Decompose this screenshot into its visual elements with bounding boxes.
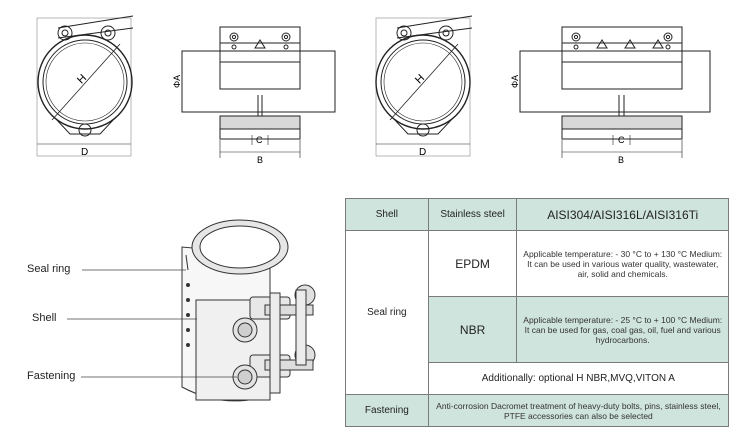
side-view-drawing-2 — [519, 26, 711, 158]
fastening-row-label: Fastening — [345, 394, 429, 427]
seal-ring-row-label: Seal ring — [345, 230, 429, 395]
dim-phi-a-label-2: ΦA — [510, 75, 520, 88]
nbr-name: NBR — [427, 296, 518, 363]
dim-d-label-1: D — [81, 147, 88, 158]
dim-h-label-2: H — [413, 72, 427, 86]
epdm-description: Applicable temperature: - 30 °C to + 130… — [516, 230, 729, 297]
shell-grades: AISI304/AISI316L/AISI316Ti — [516, 198, 729, 231]
fastening-label: Fastening — [27, 370, 76, 382]
dim-b-label-1: B — [257, 155, 263, 165]
table-row: NBR Applicable temperature: - 25 °C to +… — [346, 296, 729, 363]
additional-options: Additionally: optional H NBR,MVQ,VITON A — [427, 362, 730, 395]
shell-row-label: Shell — [345, 198, 429, 231]
table-row: Shell Stainless steel AISI304/AISI316L/A… — [345, 198, 729, 231]
table-row: Fastening Anti-corrosion Dacromet treatm… — [345, 394, 730, 427]
seal-ring-label: Seal ring — [27, 263, 71, 275]
end-view-drawing-2 — [375, 15, 473, 157]
dim-h-label-1: H — [75, 72, 89, 86]
end-view-drawing-1 — [36, 15, 134, 157]
dim-b-label-2: B — [618, 155, 624, 165]
nbr-description: Applicable temperature: - 25 °C to + 100… — [516, 296, 729, 363]
shell-label: Shell — [32, 312, 57, 324]
shell-material: Stainless steel — [427, 198, 518, 231]
clamp-illustration — [67, 219, 316, 402]
dim-c-label-2: C — [618, 135, 625, 145]
dim-phi-a-label-1: ΦA — [172, 75, 182, 88]
dim-d-label-2: D — [419, 147, 426, 158]
fastening-description: Anti-corrosion Dacromet treatment of hea… — [427, 394, 730, 427]
dim-c-label-1: C — [256, 135, 263, 145]
technical-drawings: H D ΦA C B — [36, 15, 711, 165]
specification-table: Shell Stainless steel AISI304/AISI316L/A… — [345, 198, 730, 427]
epdm-name: EPDM — [427, 230, 518, 297]
side-view-drawing-1 — [181, 26, 336, 158]
table-row: Seal ring EPDM Applicable temperature: -… — [345, 230, 729, 395]
